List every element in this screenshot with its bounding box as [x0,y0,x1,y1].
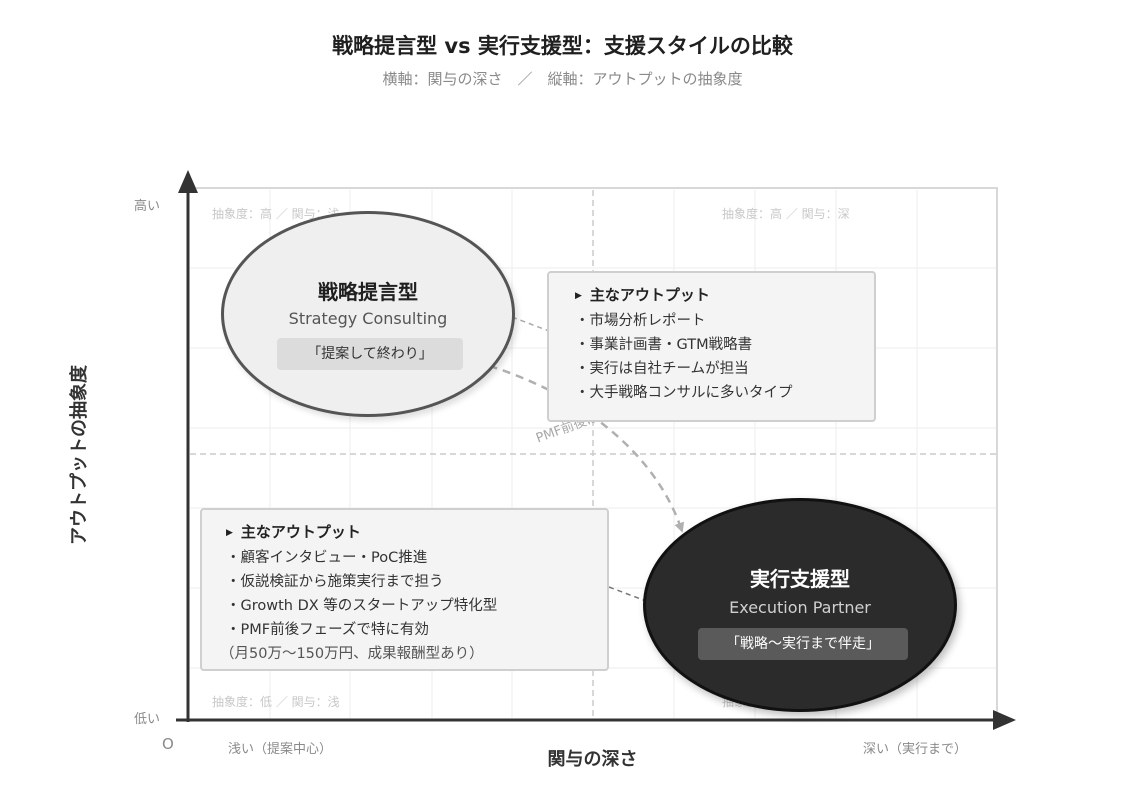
bullet-triangle-icon: ▶ [575,291,582,301]
strategy-output-item: ・市場分析レポート [575,313,706,329]
execution-price-note: （月50万〜150万円、成果報酬型あり） [220,646,484,662]
strategy-output-item: ・実行は自社チームが担当 [575,361,749,377]
execution-partner-node: 実行支援型 Execution Partner 「戦略〜実行まで伴走」 [643,498,957,712]
execution-tagline: 「戦略〜実行まで伴走」 [698,628,908,660]
execution-name: 実行支援型 [750,567,850,591]
execution-name-en: Execution Partner [729,598,871,617]
strategy-consulting-node: 戦略提言型 Strategy Consulting 「提案して終わり」 [221,211,515,417]
x-axis-title: 関与の深さ [547,749,638,770]
execution-output-item: ・PMF前後フェーズで特に有効 [226,622,429,638]
execution-outputs-box: ▶ 主なアウトプット ・顧客インタビュー・PoC推進 ・仮説検証から施策実行まで担… [200,508,609,671]
execution-output-item: ・仮説検証から施策実行まで担う [226,574,444,590]
x-axis-low-label: 浅い（提案中心） [228,742,333,757]
plot-frame [188,187,998,719]
corner-label-bottom-left: 抽象度：低 ／ 関与：浅 [212,695,340,709]
x-axis-arrowhead [993,710,1016,730]
execution-outputs-heading: ▶ 主なアウトプット [226,520,607,546]
strategy-outputs-box: ▶ 主なアウトプット ・市場分析レポート ・事業計画書・GTM戦略書 ・実行は自社… [547,271,876,422]
y-axis-title: アウトプットの抽象度 [69,365,90,545]
execution-outputs-title: 主なアウトプット [240,523,361,541]
x-axis-high-label: 深い（実行まで） [863,742,968,757]
y-axis-arrowhead [178,170,198,193]
y-axis-high-label: 高い [134,199,161,214]
strategy-output-item: ・大手戦略コンサルに多いタイプ [575,385,793,401]
execution-output-item: ・顧客インタビュー・PoC推進 [226,550,428,566]
strategy-name-en: Strategy Consulting [288,309,448,328]
strategy-connector [511,316,550,332]
y-axis-low-label: 低い [134,712,161,727]
bullet-triangle-icon: ▶ [226,528,233,538]
strategy-tagline: 「提案して終わり」 [277,338,463,370]
execution-output-item: ・Growth DX 等のスタートアップ特化型 [226,598,498,614]
chart-subtitle: 横軸：関与の深さ ／ 縦軸：アウトプットの抽象度 [382,70,743,88]
origin-label: O [162,735,174,753]
strategy-name: 戦略提言型 [318,280,418,304]
strategy-outputs-title: 主なアウトプット [589,286,710,304]
corner-label-top-left: 抽象度：高 ／ 関与：浅 [212,207,340,221]
strategy-outputs-heading: ▶ 主なアウトプット [575,283,874,309]
chart-title: 戦略提言型 vs 実行支援型：支援スタイルの比較 [332,34,793,58]
execution-connector [608,586,647,602]
corner-label-top-right: 抽象度：高 ／ 関与：深 [722,207,850,221]
transition-arrow [475,360,685,533]
strategy-output-item: ・事業計画書・GTM戦略書 [575,337,753,353]
